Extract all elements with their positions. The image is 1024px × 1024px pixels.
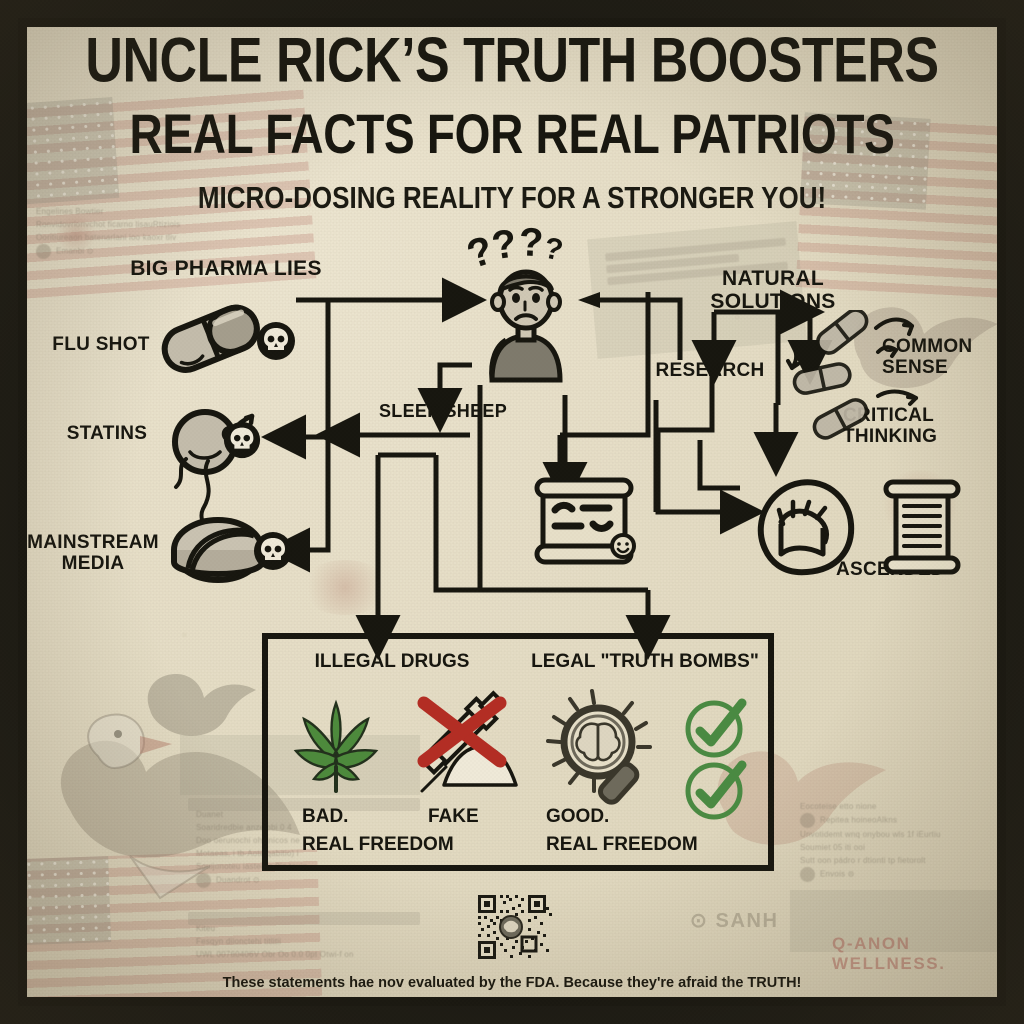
scroll-certificate-icon bbox=[883, 479, 961, 575]
paper-stain-1 bbox=[56, 214, 96, 254]
panel-left-heading: ILLEGAL DRUGS bbox=[314, 651, 470, 672]
label-flu-shot: FLU SHOT bbox=[52, 334, 150, 355]
poster-subtitle: MICRO-DOSING REALITY FOR A STRONGER YOU! bbox=[197, 179, 827, 215]
magnifier-brain-icon bbox=[546, 689, 652, 805]
label-research: RESEARCH bbox=[655, 360, 765, 381]
comparison-panel: ILLEGAL DRUGS LEGAL "TRUTH BOMBS" bbox=[262, 633, 774, 871]
cannabis-leaf-icon bbox=[293, 699, 379, 793]
background-bar-2 bbox=[188, 912, 420, 925]
eagle-watermark-bottomleft bbox=[60, 713, 300, 900]
capsule-cluster-icon bbox=[786, 310, 918, 440]
background-post-bottomleft: Duanet Soaridredbie anzeiobi 0 4 Doo oer… bbox=[196, 808, 411, 888]
check-circle-icon-1 bbox=[685, 698, 747, 758]
panel-left-verdict-2: FAKE bbox=[428, 806, 479, 827]
panel-right-heading: LEGAL "TRUTH BOMBS" bbox=[531, 651, 759, 672]
poster-title-line2: REAL FACTS FOR REAL PATRIOTS bbox=[129, 102, 895, 165]
background-post-topleft: Engelines Bowtier Ronvidovrionvchot fica… bbox=[36, 205, 251, 259]
capsule-pill-icon bbox=[161, 304, 260, 373]
panel-left-verdict-1: BAD. bbox=[302, 806, 349, 827]
panel-right-verdict-1: GOOD. bbox=[546, 806, 610, 827]
check-circle-icon-2 bbox=[685, 760, 747, 820]
fda-disclaimer: These statements hae nov evaluated by th… bbox=[222, 975, 802, 991]
eagle-watermark-bottomright bbox=[717, 751, 886, 845]
background-card-left bbox=[180, 735, 420, 795]
brand-footer: O-ANON WELLNESS bbox=[445, 1006, 579, 1020]
right-branch-heading: NATURAL SOLUTIONS bbox=[710, 267, 836, 313]
label-common-sense: COMMON SENSE bbox=[882, 336, 973, 378]
skull-icon-flu bbox=[257, 322, 295, 360]
qr-code[interactable] bbox=[460, 893, 563, 961]
label-statins: STATINS bbox=[66, 423, 148, 444]
sanhr-watermark: ⊙ SANH bbox=[690, 910, 779, 932]
left-branch-heading: BIG PHARMA LIES bbox=[130, 257, 322, 280]
skull-icon-media bbox=[254, 532, 292, 570]
background-post-right: Eocoteise etto nione Repitea hoineoAlkns… bbox=[800, 800, 1015, 882]
paper-stain-2 bbox=[300, 560, 390, 615]
label-sleep-sheep: SLEEP SHEEP bbox=[378, 401, 508, 421]
skull-icon-statins bbox=[223, 421, 261, 459]
confused-person-icon bbox=[489, 269, 563, 383]
eagle-watermark-small bbox=[147, 674, 256, 736]
background-post-bottomleft-2: Kiteu Fesqyn diionctehi titlitii UWL 007… bbox=[196, 924, 354, 959]
flexing-arm-icon bbox=[757, 479, 855, 576]
qanon-wellness-watermark: Q-ANON WELLNESS. bbox=[832, 934, 946, 973]
panel-right-footer: REAL FREEDOM bbox=[546, 834, 698, 855]
background-card-right bbox=[790, 890, 1020, 952]
eagle-watermark-topright bbox=[854, 307, 998, 389]
panel-left-footer: REAL FREEDOM bbox=[302, 834, 454, 855]
label-mainstream-media: MAINSTREAM MEDIA bbox=[27, 532, 159, 574]
background-bar-1 bbox=[188, 798, 420, 811]
title-block: UNCLE RICK’S TRUTH BOOSTERS REAL FACTS F… bbox=[0, 25, 1024, 215]
poster-title-line1: UNCLE RICK’S TRUTH BOOSTERS bbox=[85, 25, 939, 97]
syringe-crossed-out-icon bbox=[417, 690, 518, 793]
scroll-document-icon bbox=[534, 477, 636, 565]
